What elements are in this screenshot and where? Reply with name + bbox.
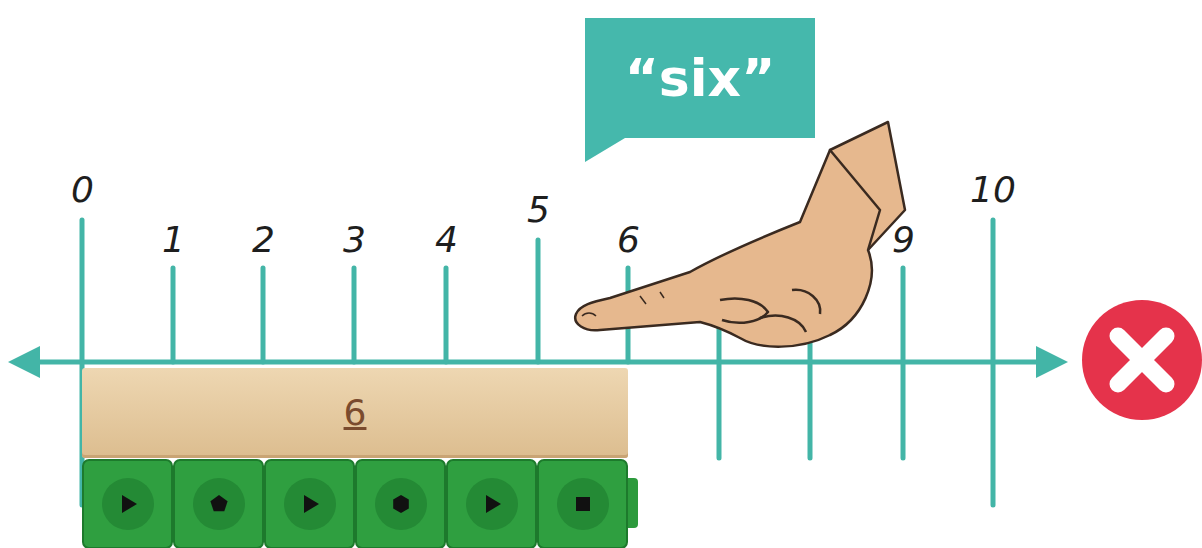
- axis-arrowhead: [1036, 346, 1068, 378]
- tick: [261, 268, 266, 362]
- cube-train: [83, 460, 638, 548]
- tick-number: 10: [970, 172, 1016, 208]
- speech-text: “six”: [625, 52, 776, 104]
- tick-number: 9: [892, 222, 915, 258]
- tick-number: 5: [527, 192, 550, 228]
- tick: [536, 240, 541, 362]
- tick: [901, 268, 906, 458]
- tick-number: 3: [343, 222, 366, 258]
- tick-number: 2: [252, 222, 275, 258]
- wrong-mark: [1082, 300, 1202, 420]
- speech-bubble: “six”: [585, 18, 815, 138]
- tick: [352, 268, 357, 362]
- tick-number: 4: [435, 222, 458, 258]
- block-number: 6: [344, 395, 367, 431]
- tick: [171, 268, 176, 362]
- axis-arrowhead: [8, 346, 40, 378]
- pointing-hand: [575, 122, 905, 347]
- wooden-block: 6: [82, 368, 628, 458]
- tick: [991, 220, 996, 505]
- tick: [444, 268, 449, 362]
- tick-number: 1: [162, 222, 185, 258]
- tick-number: 0: [71, 172, 94, 208]
- tick-number: 6: [617, 222, 640, 258]
